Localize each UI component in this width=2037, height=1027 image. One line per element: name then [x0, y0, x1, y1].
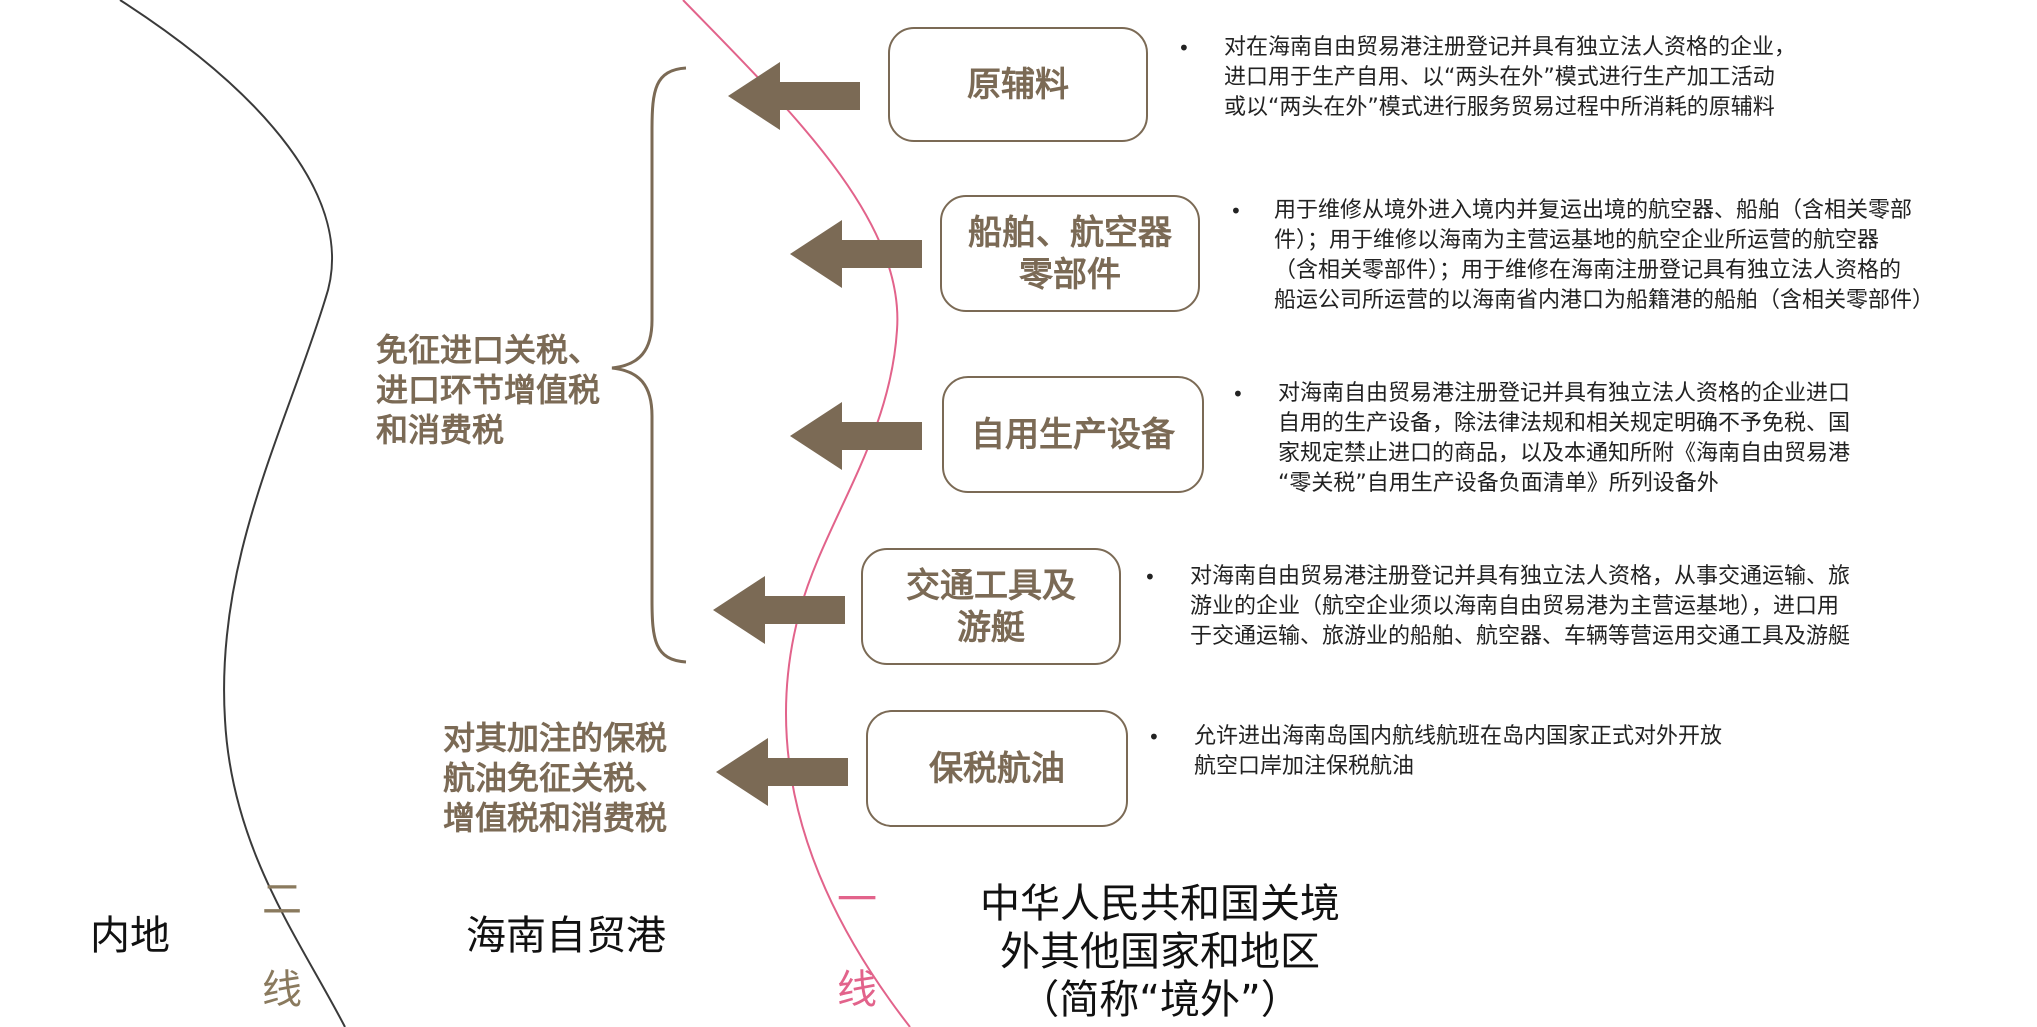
region-overseas: 中华人民共和国关境 外其他国家和地区 （简称“境外”）: [980, 881, 1340, 1023]
arrow-aircraft-parts: [790, 220, 922, 288]
second-line-label-bottom: 线: [262, 967, 302, 1013]
item-box-raw-materials: 原辅料: [888, 27, 1148, 142]
arrow-vehicles-yachts: [713, 576, 845, 644]
item-description: 对在海南自由贸易港注册登记并具有独立法人资格的企业， 进口用于生产自用、以“两头…: [1224, 35, 1797, 120]
first-line-label-top: 一: [837, 877, 877, 923]
bullet: •: [1148, 725, 1160, 749]
arrow-raw-materials: [728, 62, 860, 130]
bonded-fuel-tax-label: 对其加注的保税 航油免征关税、 增值税和消费税: [443, 719, 668, 837]
item-description: 允许进出海南岛国内航线航班在岛内国家正式对外开放 航空口岸加注保税航油: [1194, 724, 1723, 779]
second-line-label-top: 二: [262, 877, 302, 923]
arrow-production-equipment: [790, 402, 922, 470]
arrow-bonded-fuel: [716, 738, 848, 806]
bullet: •: [1144, 565, 1156, 589]
item-box-aircraft-parts: 船舶、航空器 零部件: [940, 195, 1200, 312]
bullet: •: [1178, 36, 1190, 60]
bullet: •: [1230, 199, 1242, 223]
item-label: 保税航油: [929, 748, 1065, 789]
region-mainland: 内地: [90, 913, 170, 959]
grouping-brace: [611, 66, 687, 664]
item-label: 原辅料: [967, 64, 1069, 105]
item-description: 用于维修从境外进入境内并复运出境的航空器、船舶（含相关零部 件）；用于维修以海南…: [1274, 198, 1935, 313]
first-line-curve: [682, 0, 911, 1027]
item-description: 对海南自由贸易港注册登记并具有独立法人资格，从事交通运输、旅 游业的企业（航空企…: [1190, 564, 1851, 649]
item-box-bonded-fuel: 保税航油: [866, 710, 1128, 827]
item-box-production-equipment: 自用生产设备: [942, 376, 1204, 493]
item-box-vehicles-yachts: 交通工具及 游艇: [861, 548, 1121, 665]
item-label: 自用生产设备: [971, 414, 1175, 455]
first-line-label-bottom: 线: [837, 967, 877, 1013]
item-label: 船舶、航空器 零部件: [968, 212, 1172, 295]
region-hainan: 海南自贸港: [466, 913, 666, 959]
tax-exempt-label: 免征进口关税、 进口环节增值税 和消费税: [376, 331, 601, 449]
item-description: 对海南自由贸易港注册登记并具有独立法人资格的企业进口 自用的生产设备，除法律法规…: [1278, 381, 1851, 496]
second-line-curve: [119, 0, 346, 1027]
item-label: 交通工具及 游艇: [906, 565, 1076, 648]
bullet: •: [1232, 382, 1244, 406]
